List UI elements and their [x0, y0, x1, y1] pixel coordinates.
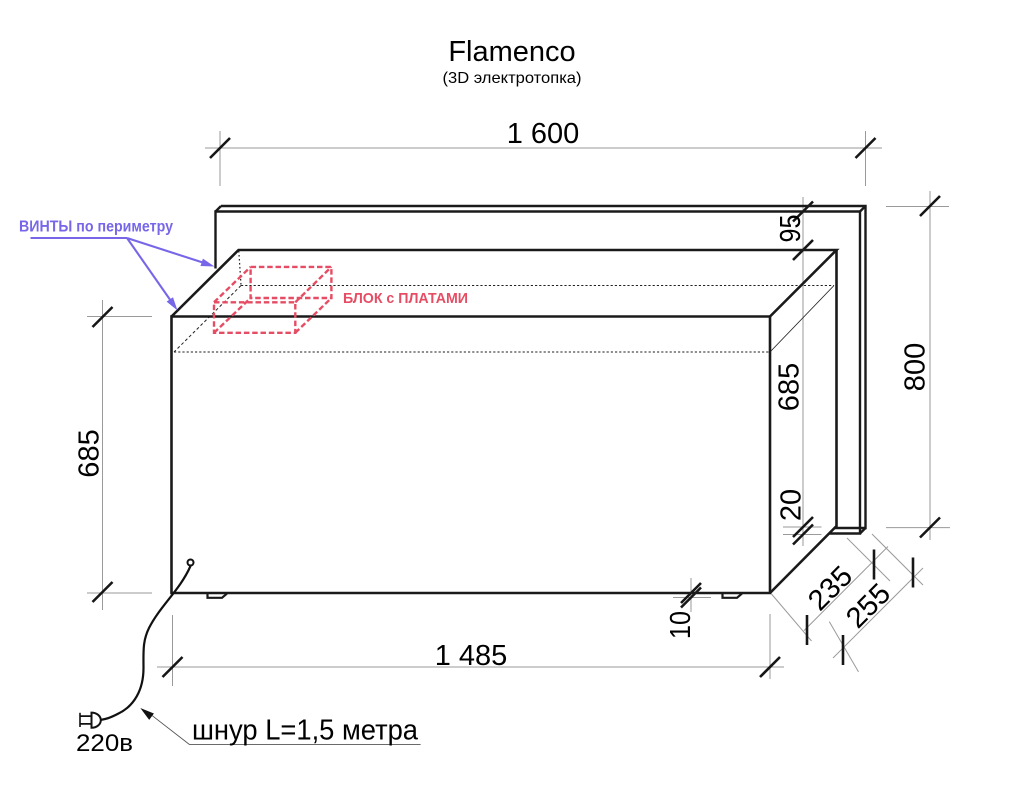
- svg-text:800: 800: [900, 343, 932, 391]
- svg-text:БЛОК с ПЛАТАМИ: БЛОК с ПЛАТАМИ: [343, 291, 468, 307]
- svg-text:ВИНТЫ по периметру: ВИНТЫ по периметру: [19, 219, 173, 236]
- svg-text:1 485: 1 485: [435, 640, 508, 672]
- svg-text:10: 10: [665, 611, 697, 639]
- svg-text:95: 95: [775, 215, 807, 243]
- svg-text:685: 685: [774, 363, 806, 411]
- svg-text:220в: 220в: [76, 730, 133, 757]
- svg-text:20: 20: [776, 489, 808, 521]
- svg-text:Flamenco: Flamenco: [448, 36, 575, 68]
- svg-text:685: 685: [74, 429, 106, 477]
- svg-text:1 600: 1 600: [507, 118, 580, 150]
- svg-text:шнур L=1,5 метра: шнур L=1,5 метра: [192, 715, 419, 747]
- svg-text:(3D электротопка): (3D электротопка): [443, 70, 582, 87]
